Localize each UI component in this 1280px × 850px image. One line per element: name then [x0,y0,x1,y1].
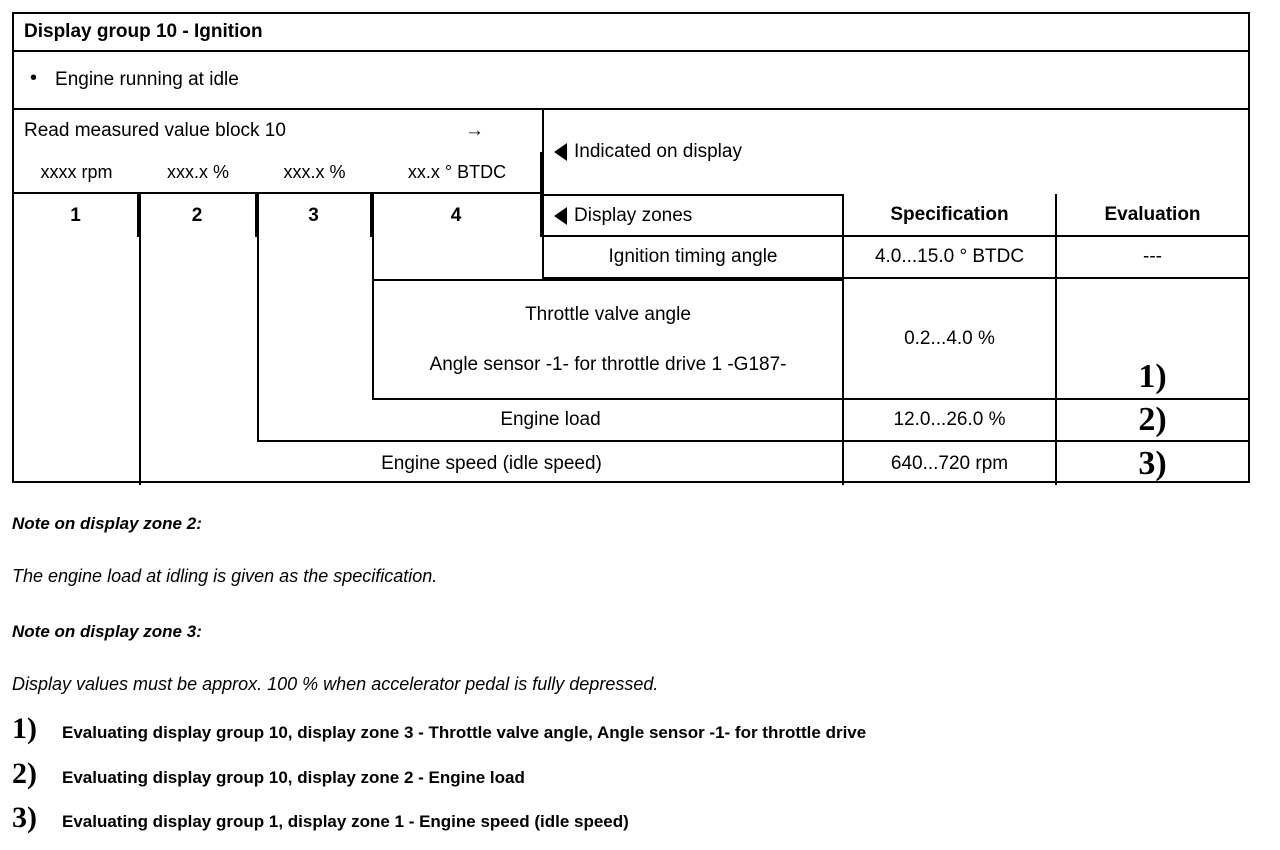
row-eval-engine-speed: 3) [1055,442,1248,485]
footnote-2-text: Evaluating display group 10, display zon… [62,768,525,787]
display-zones-label: Display zones [574,204,693,226]
arrow-right-icon: → [465,120,484,141]
throttle-valve-angle-label: Throttle valve angle [525,303,691,325]
row-spec-engine-speed: 640...720 rpm [842,442,1055,485]
column-header-specification: Specification [842,194,1055,237]
indicated-on-display-label: Indicated on display [574,141,742,162]
footnote-marker-1: 1) [1138,358,1167,395]
read-measured-value-block: Read measured value block 10 → [14,110,542,152]
row-label-engine-speed: Engine speed (idle speed) [139,442,842,485]
zone-number-3: 3 [257,194,372,237]
angle-sensor-label: Angle sensor -1- for throttle drive 1 -G… [429,353,787,375]
zone-number-4: 4 [372,194,542,237]
footnote-1-text: Evaluating display group 10, display zon… [62,723,867,742]
bullet-icon: • [30,67,38,89]
note-body-zone-2: The engine load at idling is given as th… [12,566,438,586]
footnote-3-text: Evaluating display group 1, display zone… [62,812,629,831]
unit-value-3: xxx.x % [283,161,346,182]
row-spec-engine-load: 12.0...26.0 % [842,400,1055,442]
zone-column-divider-3 [372,194,374,358]
display-group-table: Display group 10 - Ignition • Engine run… [12,12,1250,485]
row-eval-throttle-valve-angle: 1) [1055,279,1248,400]
indicated-on-display-panel: Indicated on display [542,110,1248,194]
footnote-2-marker: 2) [12,757,37,790]
row-label-ignition-timing-angle: Ignition timing angle [542,237,842,279]
row-label-throttle-valve-angle: Throttle valve angle Angle sensor -1- fo… [372,279,842,400]
footnote-2: 2) Evaluating display group 10, display … [12,757,525,791]
row-eval-ignition-timing-angle: --- [1055,237,1248,279]
column-header-evaluation: Evaluation [1055,194,1248,237]
row-spec-ignition-timing-angle: 4.0...15.0 ° BTDC [842,237,1055,279]
unit-value-4: xx.x ° BTDC [407,161,507,182]
unit-value-2: xxx.x % [166,161,229,182]
zone-column-divider-1 [139,194,141,442]
footnote-marker-3: 3) [1138,444,1167,482]
zone-column-divider-2 [257,194,259,400]
table-title: Display group 10 - Ignition [14,14,1248,52]
footnote-3-marker: 3) [12,801,37,834]
row-eval-engine-load: 2) [1055,400,1248,442]
note-heading-zone-3: Note on display zone 3: [12,622,202,641]
footnote-1-marker: 1) [12,712,37,745]
row-label-engine-load: Engine load [257,400,842,442]
footnote-1: 1) Evaluating display group 10, display … [12,712,866,746]
units-row: xxxx rpm xxx.x % xxx.x % xx.x ° BTDC [14,152,542,194]
triangle-left-icon [554,143,567,161]
column-header-display-zones: Display zones [542,194,842,237]
footnote-3: 3) Evaluating display group 1, display z… [12,801,629,835]
row-spec-throttle-valve-angle: 0.2...4.0 % [842,279,1055,400]
condition-row: • Engine running at idle [14,52,1248,110]
zone-number-2: 2 [139,194,257,237]
zone-number-1: 1 [14,194,139,237]
note-body-zone-3: Display values must be approx. 100 % whe… [12,674,659,694]
unit-value-1: xxxx rpm [40,161,113,182]
read-block-label: Read measured value block 10 [24,120,286,141]
footnote-marker-2: 2) [1138,401,1167,438]
condition-text: Engine running at idle [55,69,239,90]
note-heading-zone-2: Note on display zone 2: [12,514,202,533]
triangle-left-icon [554,206,567,225]
